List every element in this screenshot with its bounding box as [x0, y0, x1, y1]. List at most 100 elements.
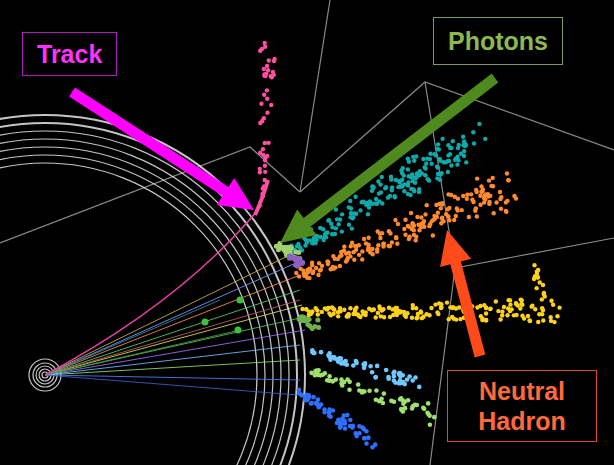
energy-deposit	[304, 317, 309, 322]
energy-deposit	[313, 373, 318, 378]
energy-deposit	[308, 238, 312, 242]
particle-track	[45, 375, 300, 380]
energy-deposit	[327, 374, 332, 379]
energy-deposit	[265, 97, 269, 101]
energy-deposit	[262, 41, 266, 45]
energy-deposit	[300, 307, 304, 311]
energy-deposit	[429, 306, 433, 310]
energy-deposit	[533, 307, 537, 311]
energy-deposit	[429, 162, 433, 166]
energy-deposit	[304, 307, 308, 311]
energy-deposit	[412, 159, 416, 163]
energy-deposit	[326, 218, 330, 222]
energy-deposit	[527, 318, 531, 322]
energy-deposit	[472, 141, 476, 145]
energy-deposit	[484, 318, 488, 322]
energy-deposit	[446, 207, 450, 211]
energy-deposit	[475, 176, 479, 180]
charged-track	[45, 205, 262, 375]
energy-deposit	[357, 253, 361, 257]
energy-deposit	[347, 312, 351, 316]
energy-deposit	[456, 196, 460, 200]
energy-deposit	[465, 197, 469, 201]
energy-deposit	[421, 221, 425, 225]
energy-deposit	[486, 194, 490, 198]
energy-deposit	[343, 359, 348, 364]
hit-marker	[235, 327, 242, 334]
energy-deposit	[303, 243, 307, 247]
energy-deposit	[347, 205, 351, 209]
energy-deposit	[440, 137, 444, 141]
energy-deposit	[447, 218, 451, 222]
energy-deposit	[410, 227, 414, 231]
energy-deposit	[446, 170, 450, 174]
energy-deposit	[259, 101, 263, 105]
energy-deposit	[348, 418, 353, 423]
energy-deposit	[504, 209, 508, 213]
energy-deposit	[505, 313, 509, 317]
energy-deposit	[508, 298, 512, 302]
callout-label: Photons	[448, 26, 548, 56]
energy-deposit	[426, 412, 431, 417]
energy-deposit	[496, 309, 500, 313]
energy-deposit	[374, 397, 379, 402]
energy-deposit	[297, 274, 301, 278]
energy-deposit	[367, 388, 372, 393]
energy-deposit	[261, 186, 265, 190]
energy-deposit	[381, 244, 385, 248]
energy-deposit	[409, 211, 413, 215]
energy-deposit	[426, 401, 431, 406]
energy-deposit	[448, 152, 452, 156]
energy-deposit	[394, 236, 398, 240]
energy-deposit	[406, 192, 410, 196]
energy-deposit	[397, 372, 402, 377]
energy-deposit	[410, 221, 414, 225]
energy-deposit	[354, 359, 359, 364]
energy-deposit	[403, 233, 407, 237]
energy-deposit	[326, 262, 330, 266]
particle-track	[45, 290, 300, 375]
energy-deposit	[384, 185, 388, 189]
energy-deposit	[293, 263, 298, 268]
particle-track	[45, 275, 300, 375]
energy-deposit	[423, 173, 427, 177]
particle-track	[45, 360, 300, 375]
energy-deposit	[366, 248, 370, 252]
energy-deposit	[502, 305, 506, 309]
energy-deposit	[379, 314, 383, 318]
energy-deposit	[300, 261, 305, 266]
energy-deposit	[312, 351, 317, 356]
energy-deposit	[518, 297, 522, 301]
energy-deposit	[313, 306, 317, 310]
energy-deposit	[331, 312, 335, 316]
energy-deposit	[428, 152, 432, 156]
energy-deposit	[366, 212, 370, 216]
energy-deposit	[449, 193, 453, 197]
energy-deposit	[406, 157, 410, 161]
energy-deposit	[384, 368, 389, 373]
energy-deposit	[434, 203, 438, 207]
energy-deposit	[419, 215, 423, 219]
energy-deposit	[402, 189, 406, 193]
energy-deposit	[351, 216, 355, 220]
energy-deposit	[415, 403, 420, 408]
energy-deposit	[340, 229, 344, 233]
energy-deposit	[469, 192, 473, 196]
energy-deposit	[390, 240, 394, 244]
energy-deposit	[388, 244, 392, 248]
energy-deposit	[412, 233, 416, 237]
energy-deposit	[349, 211, 353, 215]
energy-deposit	[307, 276, 311, 280]
energy-deposit	[364, 441, 369, 446]
energy-deposit	[412, 189, 416, 193]
energy-deposit	[262, 67, 266, 71]
energy-deposit	[509, 307, 513, 311]
energy-deposit	[401, 409, 406, 414]
detector-layer	[0, 163, 257, 465]
energy-deposit	[402, 227, 406, 231]
energy-deposit	[353, 195, 357, 199]
energy-deposit	[415, 215, 419, 219]
energy-deposit	[487, 200, 491, 204]
energy-deposit	[266, 68, 270, 72]
